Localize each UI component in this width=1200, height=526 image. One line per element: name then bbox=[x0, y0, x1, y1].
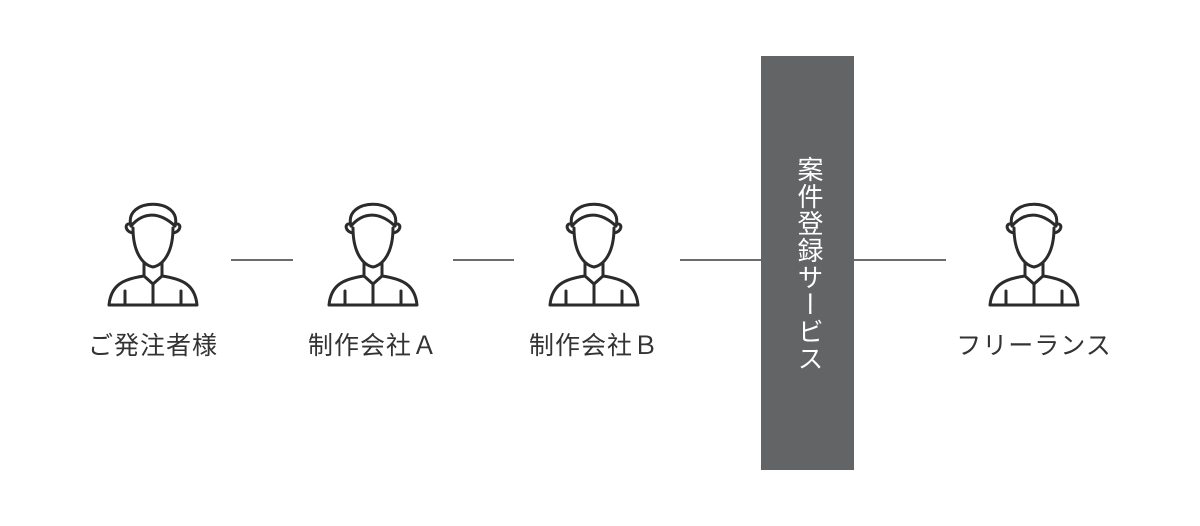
person-icon bbox=[327, 202, 419, 307]
node-label: 制作会社Ａ bbox=[307, 331, 438, 360]
node-freelancer: フリーランス bbox=[954, 193, 1114, 361]
person-icon bbox=[548, 202, 640, 307]
service-bar: 案件登録サービス bbox=[761, 56, 854, 470]
connector-line bbox=[680, 259, 761, 261]
person-icon bbox=[107, 202, 199, 307]
node-label: ご発注者様 bbox=[87, 331, 218, 360]
node-client: ご発注者様 bbox=[73, 193, 233, 361]
service-label: 案件登録サービス bbox=[793, 156, 823, 372]
node-label: フリーランス bbox=[956, 331, 1112, 360]
person-icon bbox=[988, 202, 1080, 307]
node-agency-b: 制作会社Ｂ bbox=[514, 193, 674, 361]
connector-line bbox=[231, 259, 293, 261]
node-agency-a: 制作会社Ａ bbox=[293, 193, 453, 361]
node-label: 制作会社Ｂ bbox=[528, 331, 659, 360]
connector-line bbox=[453, 259, 514, 261]
connector-line bbox=[854, 259, 946, 261]
